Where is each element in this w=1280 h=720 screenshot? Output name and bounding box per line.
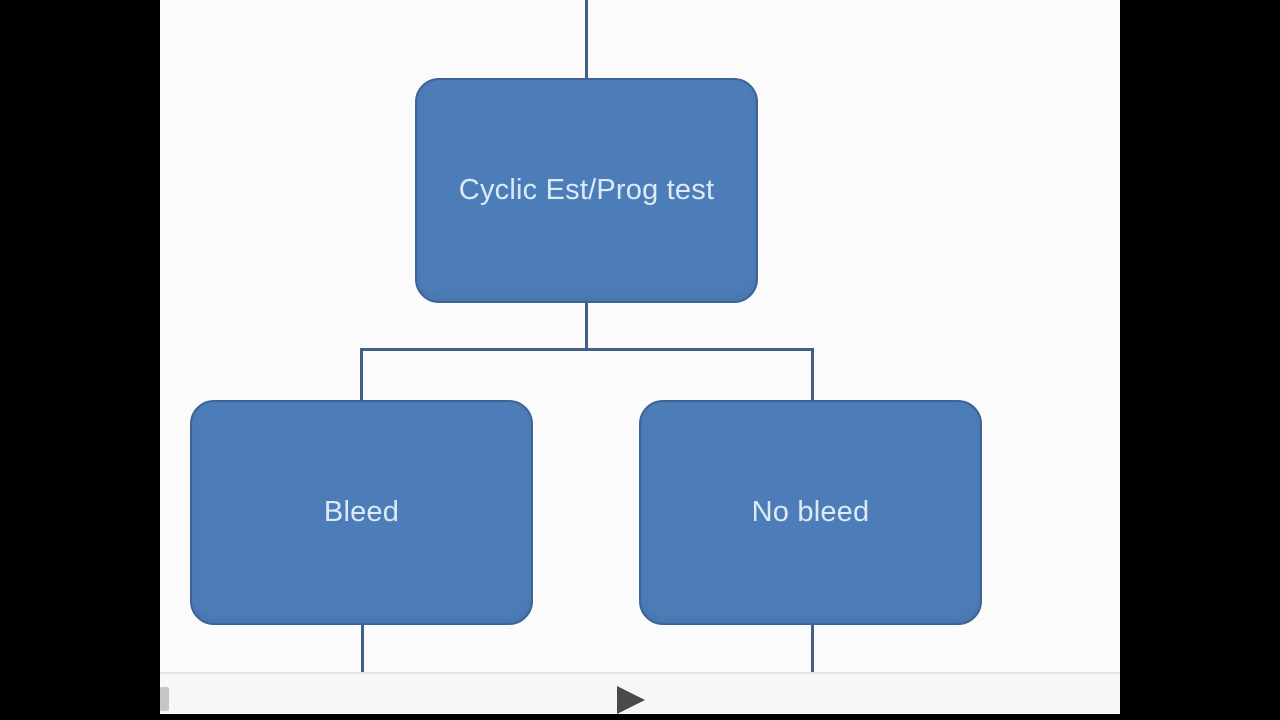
connector-to-no-bleed xyxy=(811,348,814,400)
play-icon[interactable] xyxy=(617,686,645,714)
node-bleed: Bleed xyxy=(190,400,533,625)
connector-root-down xyxy=(585,303,588,350)
node-label: No bleed xyxy=(751,496,870,528)
node-label: Cyclic Est/Prog test xyxy=(458,174,715,206)
connector-no-bleed-down xyxy=(811,625,814,674)
node-cyclic-est-prog-test: Cyclic Est/Prog test xyxy=(415,78,758,303)
diagram-canvas: Cyclic Est/Prog test Bleed No bleed xyxy=(160,0,1120,674)
player-bar xyxy=(160,672,1120,714)
node-label: Bleed xyxy=(323,496,400,528)
connector-to-bleed xyxy=(360,348,363,400)
scrollbar-thumb-fragment[interactable] xyxy=(160,687,169,711)
connector-bleed-down xyxy=(361,625,364,674)
letterbox-bottom xyxy=(0,714,1280,720)
connector-from-above xyxy=(585,0,588,78)
node-no-bleed: No bleed xyxy=(639,400,982,625)
connector-branch-horizontal xyxy=(360,348,814,351)
